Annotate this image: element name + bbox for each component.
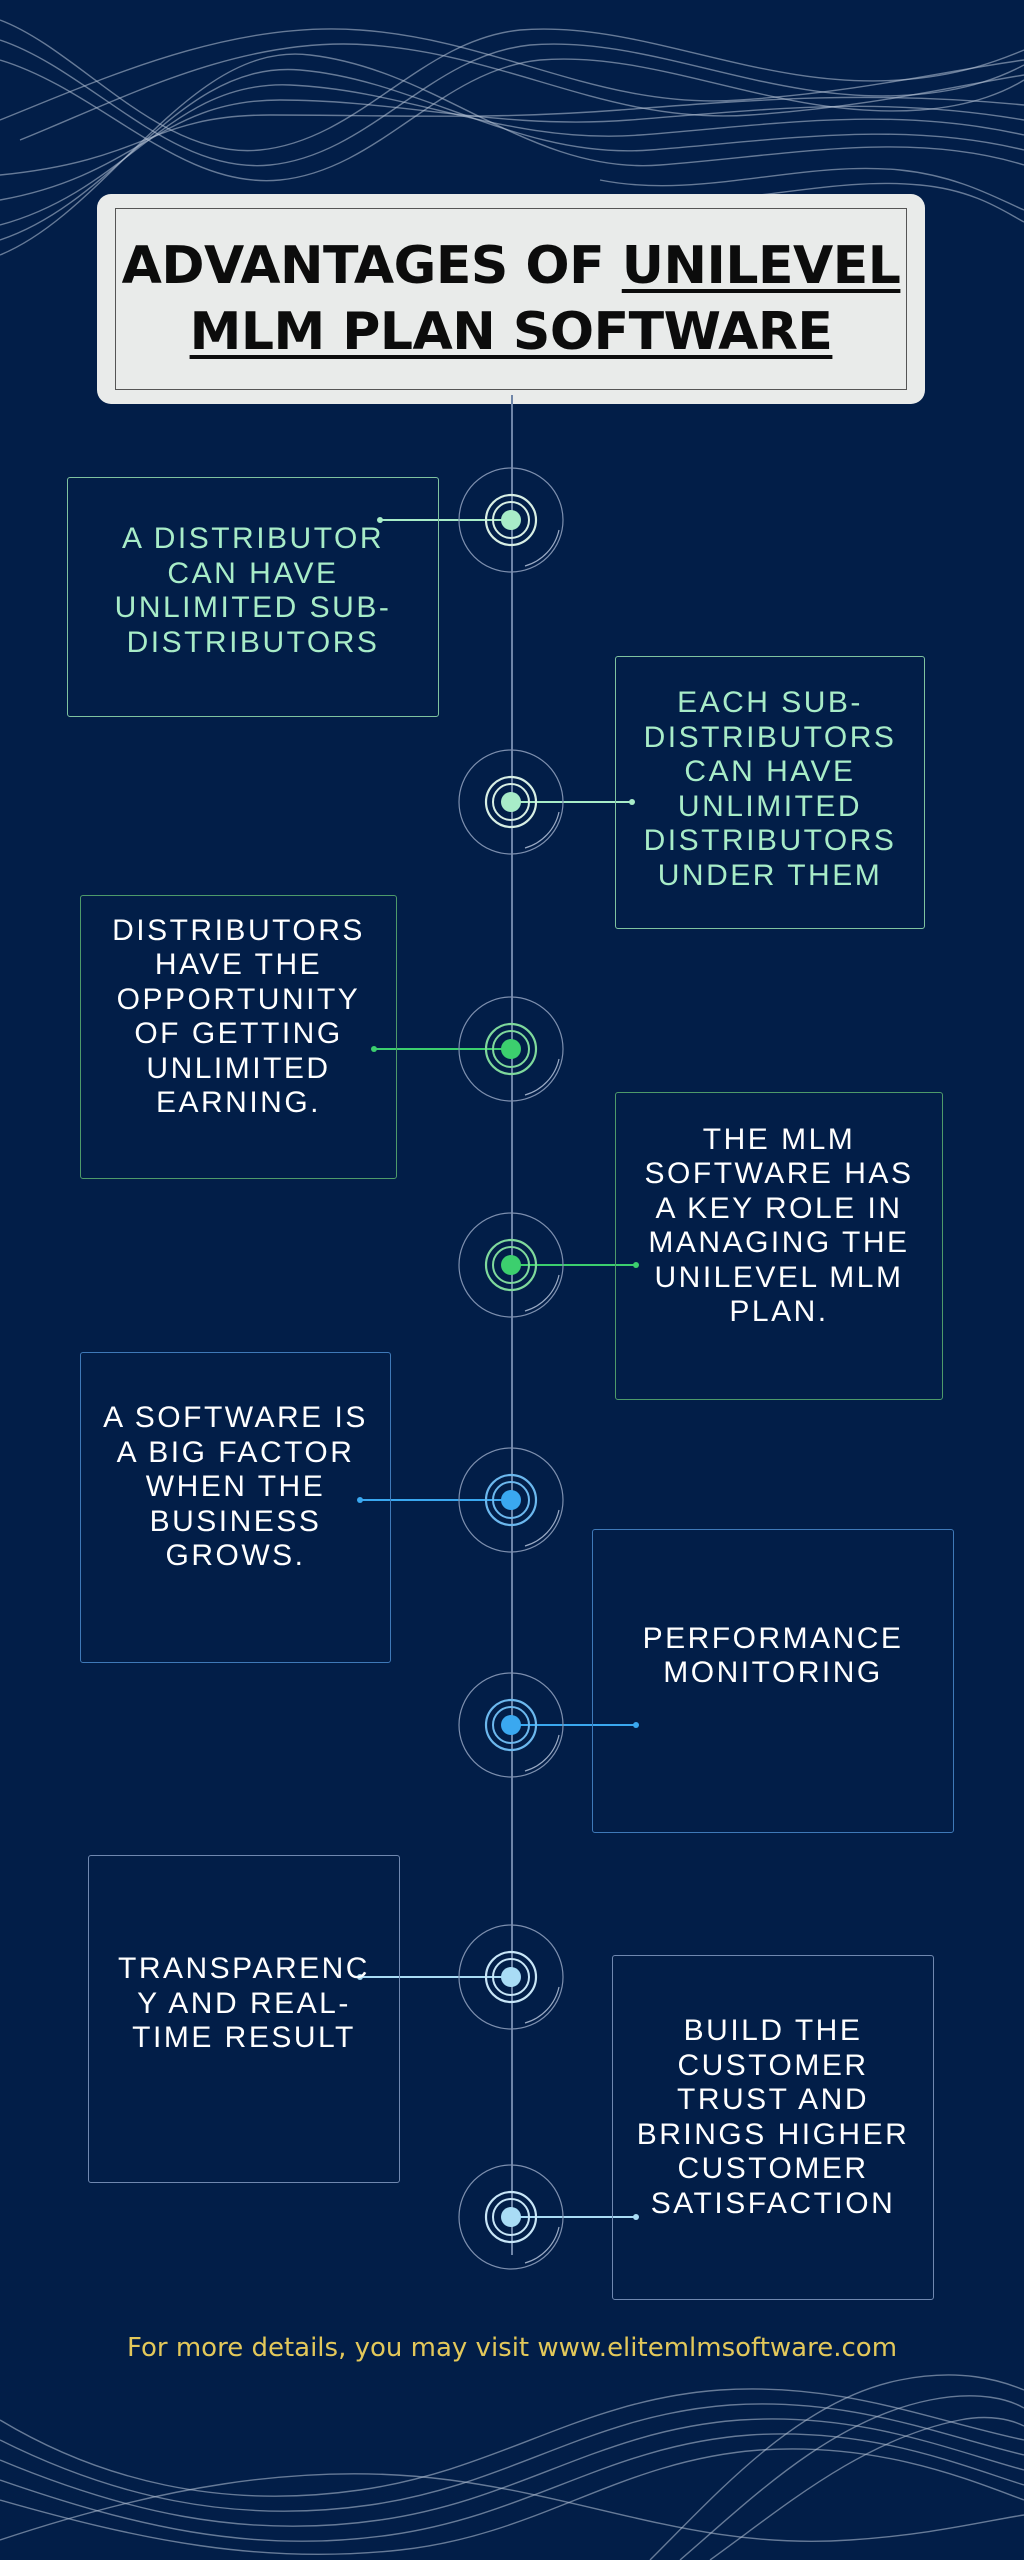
timeline-node-icon xyxy=(451,742,571,862)
title-underlined-text: UNILEVEL xyxy=(621,236,901,296)
timeline-node-icon xyxy=(451,1205,571,1325)
connector-dot xyxy=(629,799,635,805)
title-line-2: MLM PLAN SOFTWARE xyxy=(190,299,833,365)
connector-dot xyxy=(357,1974,363,1980)
connector-dot xyxy=(357,1497,363,1503)
timeline-node-icon xyxy=(451,1440,571,1560)
title-line-1: ADVANTAGES OF UNILEVEL xyxy=(122,233,901,299)
connector-dot xyxy=(633,1262,639,1268)
title-banner: ADVANTAGES OF UNILEVEL MLM PLAN SOFTWARE xyxy=(97,194,925,404)
connector-line xyxy=(380,519,511,521)
bottom-wave-decoration xyxy=(0,2374,1024,2560)
connector-dot xyxy=(371,1046,377,1052)
connector-dot xyxy=(377,517,383,523)
footer-text: For more details, you may visit www.elit… xyxy=(126,2333,898,2363)
connector-line xyxy=(511,801,632,803)
timeline-node-icon xyxy=(451,460,571,580)
connector-line xyxy=(360,1499,511,1501)
title-underlined-text-2: MLM PLAN SOFTWARE xyxy=(189,302,833,362)
connector-line xyxy=(374,1048,511,1050)
timeline-node-icon xyxy=(451,989,571,1109)
timeline-node-icon xyxy=(451,1665,571,1785)
connector-dot xyxy=(633,1722,639,1728)
connector-line xyxy=(511,1264,636,1266)
timeline-node-icon xyxy=(451,1917,571,2037)
connector-dot xyxy=(633,2214,639,2220)
title-plain-text: ADVANTAGES OF xyxy=(121,236,622,296)
timeline-node-icon xyxy=(451,2157,571,2277)
connector-line xyxy=(511,2216,636,2218)
connector-line xyxy=(511,1724,636,1726)
title-frame: ADVANTAGES OF UNILEVEL MLM PLAN SOFTWARE xyxy=(115,208,907,390)
timeline-line xyxy=(511,395,513,2255)
connector-line xyxy=(360,1976,511,1978)
